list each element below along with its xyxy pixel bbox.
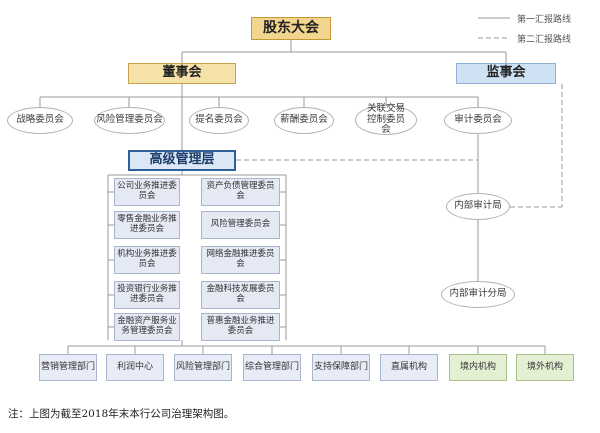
board-committee-strategy: 战略委员会 [7,107,73,134]
senior-management-node: 高级管理层 [128,150,236,171]
dept-marketing: 营销管理部门 [39,354,97,381]
dept-risk-management: 风险管理部门 [174,354,232,381]
legend-first-line-label: 第一汇报路线 [517,15,572,25]
dept-support: 支持保障部门 [312,354,370,381]
internal-audit-branch: 内部审计分局 [441,281,515,308]
dept-overseas-institutions: 境外机构 [516,354,574,381]
mgmt-committee-institutional: 机构业务推进委员会 [114,246,180,274]
board-committee-related-party: 关联交易控制委员会 [355,103,417,135]
legend-second-line-label: 第二汇报路线 [517,35,572,45]
mgmt-committee-asset-services: 金融资产服务业务管理委员会 [114,313,180,341]
board-committee-nomination: 提名委员会 [189,107,249,134]
mgmt-committee-alm: 资产负债管理委员会 [201,178,280,206]
board-committee-audit: 审计委员会 [444,107,512,134]
dept-direct-institutions: 直属机构 [380,354,438,381]
shareholders-meeting-node: 股东大会 [251,17,331,40]
dept-domestic-institutions: 境内机构 [449,354,507,381]
mgmt-committee-investment-banking: 投资银行业务推进委员会 [114,281,180,309]
footnote: 注：上图为截至2018年末本行公司治理架构图。 [8,408,235,420]
board-committee-risk: 风险管理委员会 [94,107,165,134]
mgmt-committee-risk: 风险管理委员会 [201,211,280,239]
mgmt-committee-fintech: 金融科技发展委员会 [201,281,280,309]
mgmt-committee-retail: 零售金融业务推进委员会 [114,211,180,239]
internal-audit-bureau: 内部审计局 [446,193,510,220]
dept-general-management: 综合管理部门 [243,354,301,381]
mgmt-committee-corporate: 公司业务推进委员会 [114,178,180,206]
mgmt-committee-inclusive-finance: 普惠金融业务推进委员会 [201,313,280,341]
board-node: 董事会 [128,63,236,84]
board-committee-remuneration: 薪酬委员会 [274,107,334,134]
supervisory-board-node: 监事会 [456,63,556,84]
mgmt-committee-online-finance: 网络金融推进委员会 [201,246,280,274]
dept-profit-center: 利润中心 [106,354,164,381]
